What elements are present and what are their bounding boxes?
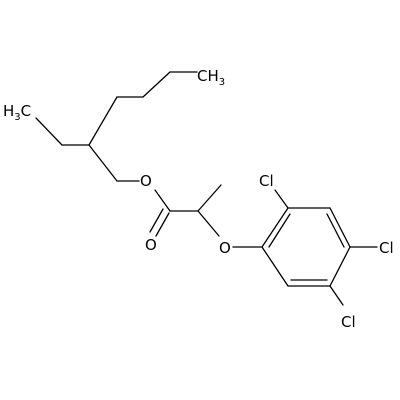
label-carbonyl-oxygen: O [145,236,157,254]
bond-c5-ch2 [88,144,118,182]
ring-inner-bond-a [268,213,291,248]
bond-carbonyl-double-a [155,212,170,237]
bond-c2-c3 [142,71,171,98]
bond-carbonyl-double-b [149,208,164,233]
label-chlorine-2: Cl [259,172,274,190]
bond-alpha-ether-o [197,210,220,237]
label-chlorine-4: Cl [379,239,394,257]
label-methyl-left: H3C [3,102,31,123]
bond-o-carbonyl [154,189,171,212]
label-ether-oxygen: O [219,239,231,257]
ring-inner-bond-b [326,213,345,248]
label-ester-oxygen: O [140,172,152,190]
bond-ring-cl-2 [274,189,289,209]
label-chlorine-5: Cl [341,313,356,331]
bond-alpha-methyl [197,184,222,212]
label-methyl-top: CH3 [197,67,225,88]
ring-bond-c6-c1 [261,246,289,287]
ring-bond-c1-c2 [261,207,289,248]
bond-c4-c5 [88,96,118,146]
ring-bond-c4-c5 [329,246,351,287]
bond-ethyl-methyl [35,117,63,146]
bond-ring-cl-5 [329,285,344,306]
ring-bond-c3-c4 [329,207,351,248]
